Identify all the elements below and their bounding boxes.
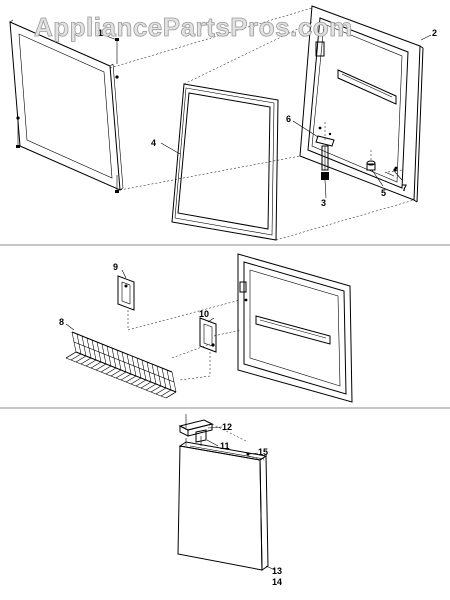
basket-wire [90,361,102,369]
part-label-15: 15 [258,447,268,457]
basket-wire [125,375,137,383]
part-label-10: 10 [199,309,209,319]
door-gasket-part-4 [171,83,279,241]
basket-wire [131,355,137,377]
basket-bracket-part-10 [199,317,217,353]
part-label-7: 7 [402,183,407,193]
basket-wire [71,331,77,353]
basket-wire [136,357,142,379]
handle-assembly [178,414,214,446]
part-label-13: 13 [272,566,282,576]
basket-wire [116,349,122,371]
basket-wire [140,381,152,389]
basket-wire [76,333,82,355]
basket-wire [120,373,132,381]
basket-wire [100,365,112,373]
fresh-food-door-part-2 [299,5,424,203]
basket-wire [155,387,167,395]
door-frame-part-1 [9,19,124,193]
basket-wire [150,385,162,393]
basket-wire [145,383,157,391]
basket-wire [121,351,127,373]
hinge-hardware [315,135,397,180]
part-label-12: 12 [222,422,232,432]
basket-wire [171,371,177,393]
basket-wire [161,367,167,389]
part-label-14: 14 [272,577,282,587]
basket-bracket-part-9 [117,275,135,311]
section-freezer-drawer-front: 12 11 15 13 14 [177,414,282,587]
basket-wire [65,351,77,359]
basket-wire [86,337,92,359]
basket-wire [80,357,92,365]
part-label-3: 3 [321,198,326,208]
basket-wire [135,379,147,387]
basket-wire [96,341,102,363]
basket-wire [91,339,97,361]
basket-wire [101,343,107,365]
section-freezer-door-inner: 9 10 8 [59,253,353,403]
part-label-9: 9 [113,262,118,272]
basket-wire [156,365,162,387]
basket-wire [111,347,117,369]
leader-lines-middle [65,269,215,331]
freezer-door [237,253,353,403]
basket-wire [160,389,172,397]
basket-wire [110,369,122,377]
basket-wire [75,355,87,363]
basket-wire [126,353,132,375]
part-label-2: 2 [432,28,437,38]
basket-wire [106,345,112,367]
leader-lines-bottom [206,426,276,571]
part-label-11: 11 [220,441,230,451]
basket-wire [95,363,107,371]
basket-wire [166,369,172,391]
drawer-front-panel [177,441,269,571]
basket-wire [85,359,97,367]
leader-lines-top [103,34,432,199]
basket-wire [130,377,142,385]
part-label-4: 4 [151,138,156,148]
assembly-lines-bottom [211,423,265,461]
section-refrigerator-door: 1 4 2 6 3 5 7 [9,5,437,241]
basket-wire [105,367,117,375]
watermark-text: AppliancePartsPros.com [34,12,353,42]
basket-wire [141,359,147,381]
wire-basket-part-8 [65,331,177,399]
assembly-lines-middle [127,299,241,381]
basket-wire [70,353,82,361]
basket-wire [151,363,157,385]
part-label-8: 8 [59,317,64,327]
assembly-lines-top [109,7,415,241]
part-label-6: 6 [286,114,291,124]
part-label-5: 5 [381,188,386,198]
basket-wire [81,335,87,357]
basket-wire [165,391,177,399]
part-label-1: 1 [98,28,103,38]
basket-wire [115,371,127,379]
basket-wire [146,361,152,383]
